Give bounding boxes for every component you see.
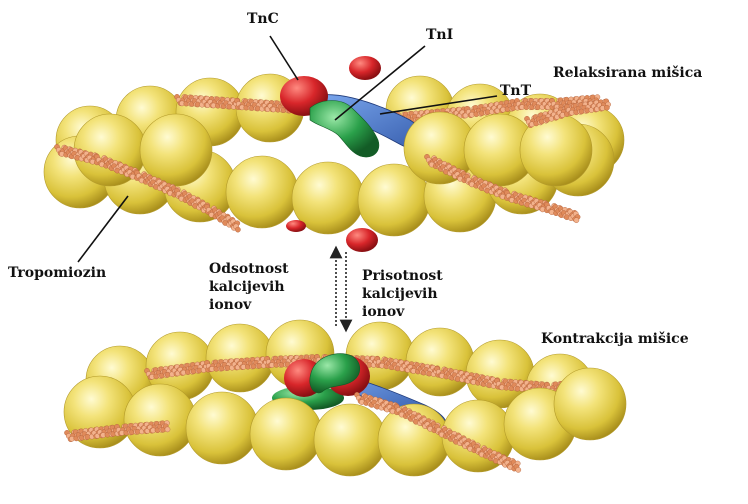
tnc-fragment-under-2 <box>286 220 306 232</box>
label-tropomyosin: Tropomiozin <box>8 265 106 282</box>
label-contraction: Kontrakcija mišice <box>541 331 689 348</box>
tropomyosin-bead <box>604 105 609 110</box>
tropomyosin-bead <box>235 227 240 232</box>
label-absence-line2: kalcijevih <box>209 279 285 296</box>
actin-monomer <box>226 156 298 228</box>
actin-monomer <box>124 384 196 456</box>
tropomyosin-bead <box>165 427 170 432</box>
tnc-fragment-under <box>346 228 378 252</box>
actin-monomer <box>250 398 322 470</box>
label-absence-line3: ionov <box>209 297 251 314</box>
actin-monomer <box>186 392 258 464</box>
label-presence-line3: ionov <box>362 304 404 321</box>
label-absence-line1: Odsotnost <box>209 261 289 278</box>
label-tni: TnI <box>426 27 453 44</box>
label-tnt: TnT <box>500 83 531 100</box>
actin-monomer <box>554 368 626 440</box>
tnc-subunit-top-small <box>349 56 381 80</box>
label-presence-line2: kalcijevih <box>362 286 438 303</box>
label-relaxed-muscle: Relaksirana mišica <box>553 65 702 82</box>
pointer-tnc <box>270 36 298 80</box>
actin-monomer <box>314 404 386 476</box>
label-presence-line1: Prisotnost <box>362 268 443 285</box>
tropomyosin-bead <box>574 218 579 223</box>
tropomyosin-bead <box>516 467 521 472</box>
label-tnc: TnC <box>247 11 279 28</box>
